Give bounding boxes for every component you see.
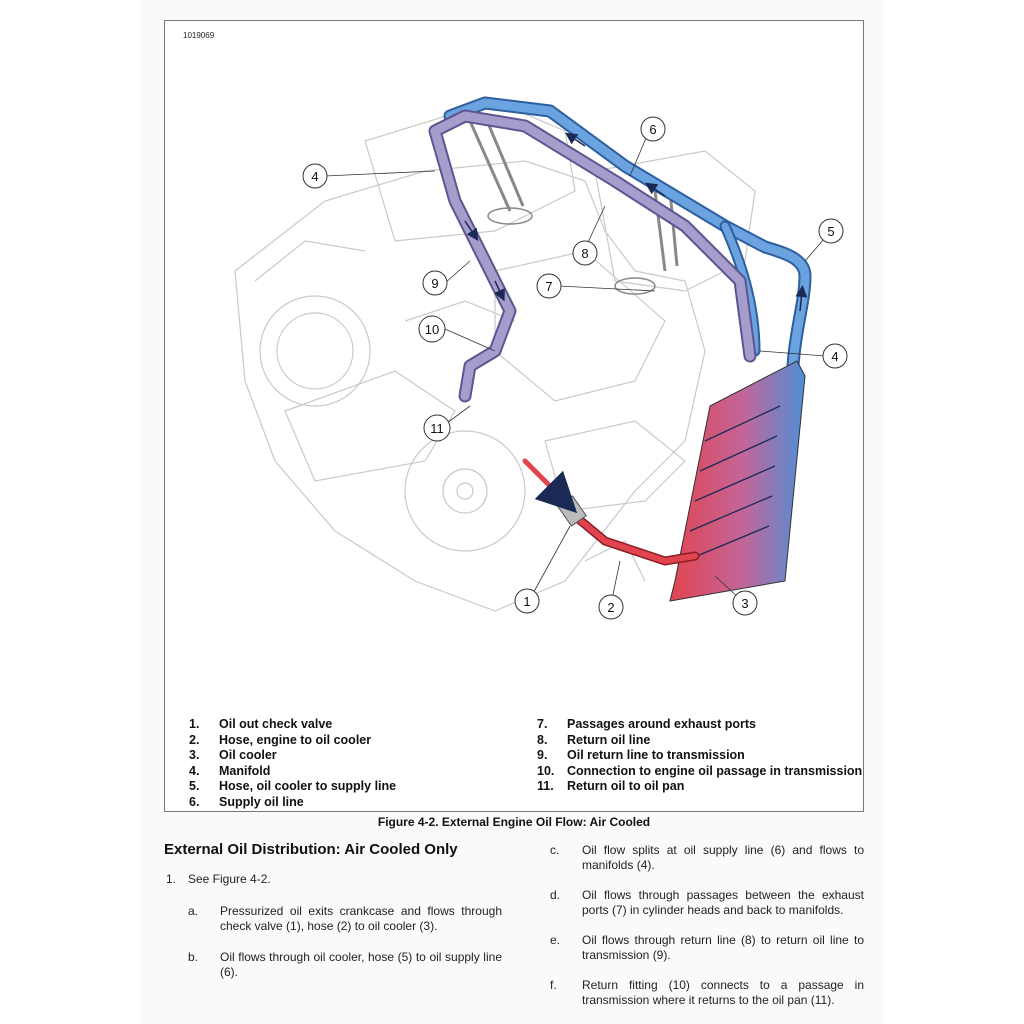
oil-cooler — [669, 360, 806, 602]
legend-left: 1.Oil out check valve 2.Hose, engine to … — [189, 717, 396, 811]
legend-item: 9.Oil return line to transmission — [537, 748, 745, 763]
figure-frame: 1019069 — [164, 20, 864, 812]
callout-4b: 4 — [822, 343, 848, 369]
legend-item: 3.Oil cooler — [189, 748, 277, 763]
legend-item: 11.Return oil to oil pan — [537, 779, 685, 794]
callout-6: 6 — [640, 116, 666, 142]
legend-item: 8.Return oil line — [537, 732, 651, 747]
svg-text:9: 9 — [431, 276, 438, 291]
substep-f: f. Return fitting (10) connects to a pas… — [550, 978, 864, 1007]
svg-text:6: 6 — [649, 122, 656, 137]
callout-1: 1 — [514, 588, 540, 614]
figure-id: 1019069 — [183, 31, 215, 40]
callout-3: 3 — [732, 590, 758, 616]
callout-5: 5 — [818, 218, 844, 244]
svg-text:2: 2 — [607, 600, 614, 615]
substep-e: e. Oil flows through return line (8) to … — [550, 933, 864, 962]
callout-8: 8 — [572, 240, 598, 266]
substep-a: a. Pressurized oil exits crankcase and f… — [188, 904, 502, 933]
legend-item: 5.Hose, oil cooler to supply line — [189, 779, 397, 794]
callout-10: 10 — [418, 315, 446, 343]
callout-11: 11 — [423, 414, 451, 442]
svg-text:4: 4 — [831, 349, 838, 364]
svg-text:1: 1 — [523, 594, 530, 609]
svg-text:11: 11 — [430, 421, 444, 436]
section-title: External Oil Distribution: Air Cooled On… — [164, 841, 458, 858]
hose-engine-to-cooler — [522, 458, 700, 566]
legend-item: 10.Connection to engine oil passage in t… — [537, 763, 863, 778]
callout-9: 9 — [422, 270, 448, 296]
supply-oil-line — [443, 96, 812, 373]
legend-right: 7.Passages around exhaust ports 8.Return… — [537, 717, 862, 795]
callout-leaders — [324, 130, 832, 605]
legend-item: 2.Hose, engine to oil cooler — [189, 732, 372, 747]
legend-item: 7.Passages around exhaust ports — [537, 717, 756, 731]
figure-caption: Figure 4-2. External Engine Oil Flow: Ai… — [377, 815, 651, 829]
callout-2: 2 — [598, 594, 624, 620]
substep-d: d. Oil flows through passages between th… — [550, 888, 864, 917]
legend-item: 4.Manifold — [189, 763, 271, 778]
callout-circles: 4 6 5 8 7 9 10 4 11 1 2 3 — [302, 116, 848, 620]
flow-arrows — [464, 132, 808, 312]
engine-oil-flow-illustration: 4 6 5 8 7 9 10 4 11 1 2 3 — [234, 96, 848, 620]
svg-text:3: 3 — [741, 596, 748, 611]
substep-c: c. Oil flow splits at oil supply line (6… — [550, 843, 864, 872]
svg-text:7: 7 — [545, 279, 552, 294]
callout-7: 7 — [536, 273, 562, 299]
svg-text:10: 10 — [425, 322, 439, 337]
svg-text:4: 4 — [311, 169, 318, 184]
legend-item: 6.Supply oil line — [189, 794, 304, 809]
svg-text:5: 5 — [827, 224, 834, 239]
substep-b: b. Oil flows through oil cooler, hose (5… — [188, 950, 502, 979]
svg-text:8: 8 — [581, 246, 588, 261]
callout-4a: 4 — [302, 163, 328, 189]
legend-item: 1.Oil out check valve — [189, 717, 333, 731]
